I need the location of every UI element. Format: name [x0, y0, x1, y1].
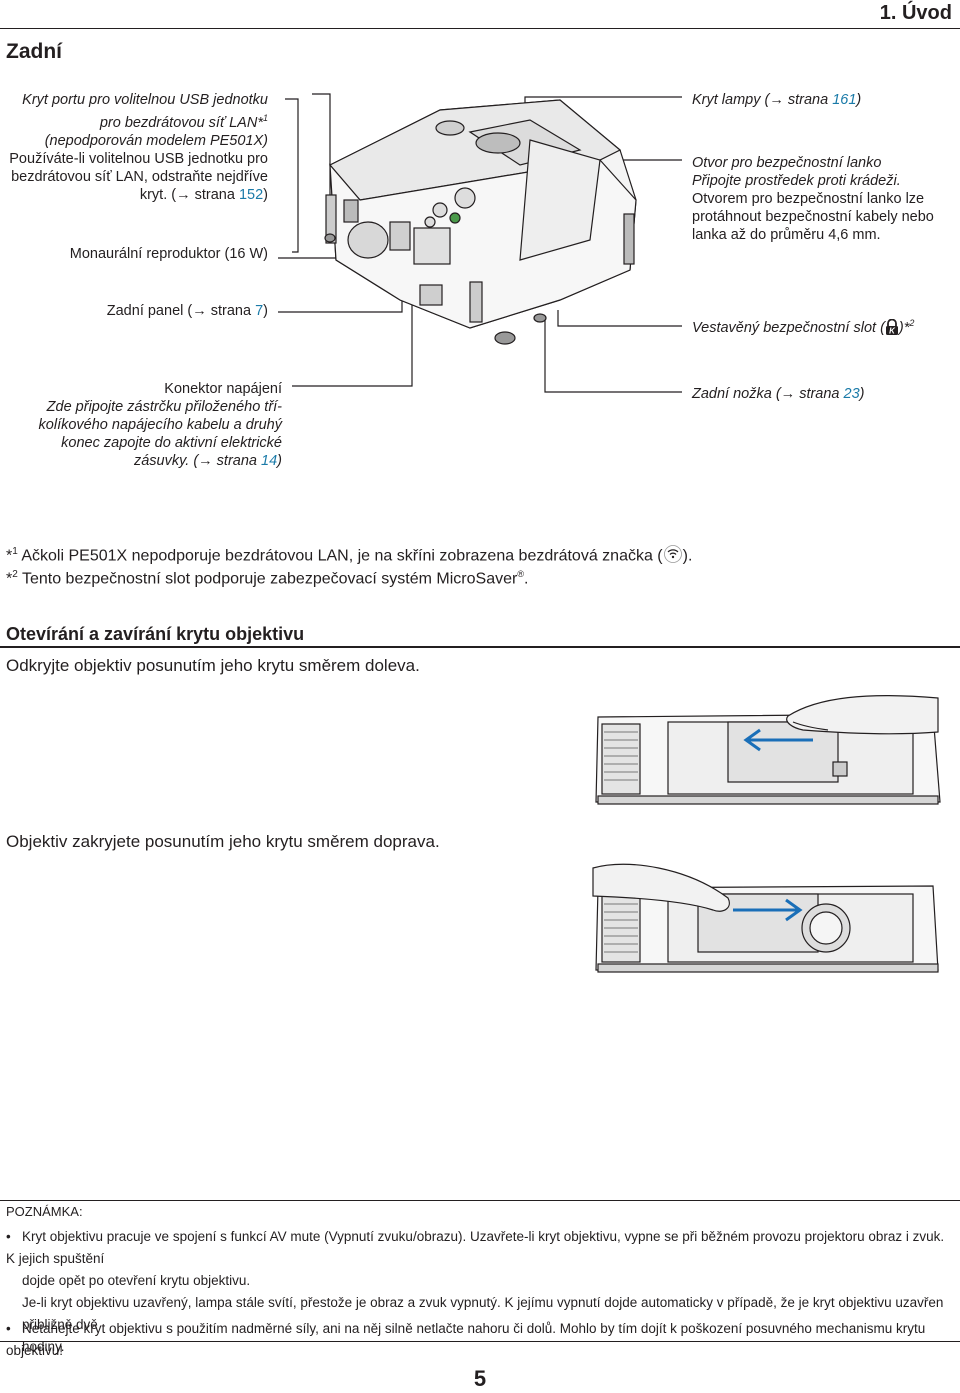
security-slot-pre: Vestavěný bezpečnostní slot ( — [692, 319, 885, 336]
power-line3: kolíkového napájecího kabelu a druhý — [38, 417, 282, 433]
usb-cover-line1: Kryt portu pro volitelnou USB jednotku — [22, 92, 268, 108]
header-rule — [0, 28, 960, 29]
page-link-152[interactable]: 152 — [238, 186, 264, 203]
note-title: POZNÁMKA: — [6, 1204, 83, 1219]
foot-mid: strana — [795, 386, 844, 402]
note-box — [0, 1200, 960, 1342]
arrow-right-icon — [733, 898, 803, 922]
arrow-right-ref-icon: → — [192, 303, 207, 319]
note-item2-text: Netahejte kryt objektivu s použitím nadm… — [6, 1321, 926, 1358]
security-bar-line2: Připojte prostředek proti krádeži. — [692, 173, 901, 189]
projector-rear-illustration — [278, 93, 682, 393]
page-number: 5 — [473, 1366, 487, 1391]
security-bar-line4: protáhnout bezpečnostní kabely nebo — [692, 209, 934, 225]
note-item-2: •Netahejte kryt objektivu s použitím nad… — [6, 1318, 956, 1362]
arrow-right-ref-icon: → — [769, 92, 784, 108]
callout-rear-panel: Zadní panel (→ strana 7) — [0, 302, 268, 320]
usb-cover-line6-pre: kryt. ( — [139, 186, 177, 203]
usb-cover-line4: Používáte-li volitelnou USB jednotku pro — [9, 150, 268, 167]
note-bullet: • — [6, 1321, 11, 1336]
note-item1-line2: dojde opět po otevření krytu objektivu. — [22, 1273, 251, 1288]
arrow-right-ref-icon: → — [198, 453, 213, 469]
callout-power: Konektor napájení Zde připojte zástrčku … — [0, 380, 282, 470]
fn1-mark: * — [6, 547, 13, 565]
page-link-23[interactable]: 23 — [843, 386, 860, 402]
arrow-left-icon — [743, 728, 813, 752]
power-line1: Konektor napájení — [164, 381, 282, 397]
fn1-end: ). — [682, 547, 693, 565]
usb-cover-line2: pro bezdrátovou síť LAN*1 — [0, 109, 268, 132]
callout-usb-cover: Kryt portu pro volitelnou USB jednotku p… — [0, 91, 268, 204]
foot-post: ) — [859, 386, 865, 402]
lamp-mid: strana — [783, 92, 833, 108]
usb-cover-line6-post: ) — [263, 186, 268, 203]
usb-cover-line2-text: pro bezdrátovou síť LAN* — [99, 114, 263, 131]
power-line5-pre: zásuvky. ( — [133, 453, 199, 469]
lamp-pre: Kryt lampy ( — [692, 92, 770, 108]
power-line5-mid: strana — [212, 453, 262, 469]
fn2-reg: ® — [517, 569, 524, 579]
lamp-post: ) — [856, 92, 862, 108]
callout-speaker: Monaurální reproduktor (16 W) — [0, 245, 268, 263]
power-line4: konec zapojte do aktivní elektrické — [61, 435, 282, 451]
wireless-icon — [663, 545, 683, 564]
rear-panel-mid: strana — [206, 303, 256, 319]
arrow-right-ref-icon: → — [176, 186, 191, 203]
footnote-2: *2 Tento bezpečnostní slot podporuje zab… — [6, 563, 528, 590]
security-slot-sup: 2 — [909, 318, 915, 328]
arrow-right-ref-icon: → — [780, 386, 796, 402]
usb-cover-line6: kryt. (→ strana 152) — [0, 186, 268, 204]
fn1-sup: 1 — [12, 546, 18, 557]
fn2-sup: 2 — [12, 569, 18, 580]
callout-security-slot: Vestavěný bezpečnostní slot ( K)*2 — [692, 314, 914, 337]
lens-close-text: Objektiv zakryjete posunutím jeho krytu … — [6, 832, 440, 851]
callout-security-bar: Otvor pro bezpečnostní lanko Připojte pr… — [692, 154, 934, 244]
rear-panel-pre: Zadní panel ( — [106, 303, 193, 319]
power-line5: zásuvky. (→ strana 14) — [0, 452, 282, 470]
projector-front-close-illustration — [592, 863, 939, 973]
page-link-14[interactable]: 14 — [261, 453, 278, 469]
foot-pre: Zadní nožka ( — [692, 386, 781, 402]
usb-cover-line3: (nepodporován modelem PE501X) — [44, 132, 268, 149]
security-bar-line1: Otvor pro bezpečnostní lanko — [692, 155, 882, 171]
usb-cover-line6-mid: strana — [190, 186, 239, 203]
callout-foot: Zadní nožka (→ strana 23) — [692, 385, 865, 403]
security-bar-line5: lanka až do průměru 4,6 mm. — [692, 227, 881, 243]
security-bar-line3: Otvorem pro bezpečnostní lanko lze — [692, 191, 925, 207]
lens-section-title: Otevírání a zavírání krytu objektivu — [6, 624, 305, 644]
callout-lamp: Kryt lampy (→ strana 161) — [692, 91, 861, 109]
usb-cover-sup: 1 — [262, 113, 268, 123]
note-item1-line1: Kryt objektivu pracuje ve spojení s funk… — [6, 1229, 945, 1266]
footnote-1: *1 Ačkoli PE501X nepodporuje bezdrátovou… — [6, 541, 692, 567]
power-line5-post: ) — [277, 453, 282, 469]
note-bullet: • — [6, 1229, 11, 1244]
projector-front-open-illustration — [595, 695, 941, 805]
svg-text:K: K — [889, 326, 896, 335]
note-item-1: •Kryt objektivu pracuje ve spojení s fun… — [6, 1226, 956, 1358]
page-link-161[interactable]: 161 — [832, 92, 857, 108]
section-title: Zadní — [6, 40, 62, 63]
fn2-text: Tento bezpečnostní slot podporuje zabezp… — [17, 570, 518, 588]
security-slot-post: )* — [898, 319, 910, 336]
kensington-lock-icon: K — [885, 318, 899, 335]
power-line2: Zde připojte zástrčku přiloženého tří- — [46, 399, 282, 415]
fn1-text: Ačkoli PE501X nepodporuje bezdrátovou LA… — [17, 547, 663, 565]
chapter-title: 1. Úvod — [879, 2, 952, 24]
speaker-label: Monaurální reproduktor (16 W) — [69, 246, 268, 262]
page-link-7[interactable]: 7 — [255, 303, 264, 319]
fn2-mark: * — [6, 570, 13, 588]
fn2-end: . — [523, 570, 529, 588]
note-item1-line3: Je-li kryt objektivu uzavřený, lampa stá… — [22, 1295, 944, 1332]
rear-panel-post: ) — [263, 303, 268, 319]
lens-open-text: Odkryjte objektiv posunutím jeho krytu s… — [6, 656, 420, 675]
note-item1-line4: hodiny. — [22, 1339, 65, 1354]
usb-cover-line5: bezdrátovou síť LAN, odstraňte nejdříve — [11, 168, 268, 185]
lens-section-rule — [0, 646, 960, 648]
